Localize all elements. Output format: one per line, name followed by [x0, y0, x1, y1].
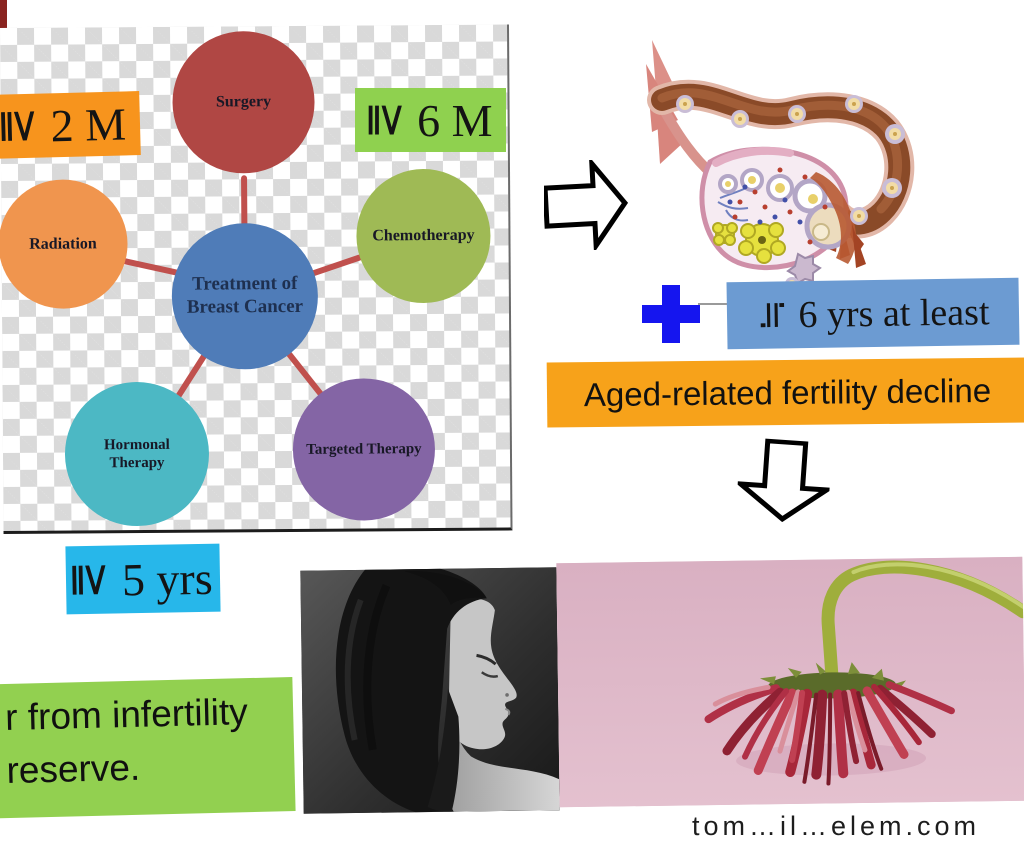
- cropped-red-sliver: [0, 0, 7, 28]
- badge-radiation-duration: ≧ 2 M: [0, 91, 141, 159]
- figure-canvas: { "figure": { "treatment_diagram": { "ce…: [0, 0, 1024, 825]
- fertility-decline-banner: Aged-related fertility decline: [547, 357, 1024, 427]
- note-line-1: r from infertility: [5, 685, 294, 745]
- arrow-right-icon: [544, 160, 628, 250]
- arrow-down-icon: [735, 437, 832, 525]
- note-line-2: reserve.: [6, 738, 295, 798]
- watermark-text: tom…il…elem.com: [692, 811, 980, 842]
- node-targeted-therapy: Targeted Therapy: [292, 378, 435, 521]
- connector-line: [698, 303, 728, 305]
- wilted-flower-photo: [556, 557, 1024, 807]
- node-radiation: Radiation: [0, 179, 128, 309]
- gte-symbol: ≧: [0, 106, 49, 146]
- ovary-fallopian-tube-illustration: [640, 12, 940, 297]
- infertility-note: r from infertility reserve.: [0, 677, 296, 819]
- badge-chemotherapy-duration: ≧ 6 M: [355, 88, 506, 152]
- plus-icon: [642, 285, 700, 343]
- badge-hormonal-duration: ≧ 5 yrs: [65, 544, 220, 615]
- approx-equal-symbol: ≒: [750, 299, 795, 332]
- badge-total-duration: ≒ 6 yrs at least: [726, 278, 1019, 350]
- node-chemotherapy: Chemotherapy: [356, 169, 491, 304]
- sad-woman-photo: [300, 567, 559, 814]
- gte-symbol: ≧: [361, 101, 415, 140]
- node-hormonal-therapy: Hormonal Therapy: [64, 382, 209, 527]
- gte-symbol: ≧: [65, 560, 120, 599]
- node-treatment-center: Treatment of Breast Cancer: [171, 223, 318, 370]
- node-surgery: Surgery: [172, 31, 315, 174]
